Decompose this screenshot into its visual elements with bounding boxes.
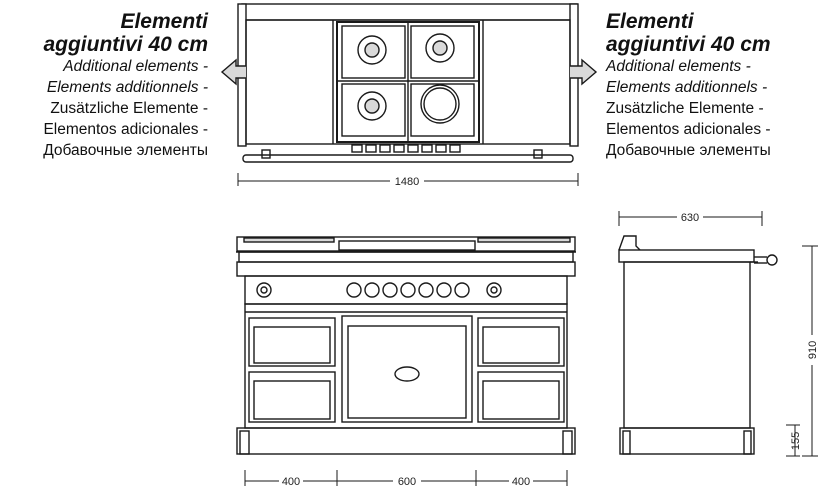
center-oven-badge-icon xyxy=(394,366,420,382)
left-heading-line1: Elementi xyxy=(120,10,208,33)
burner-grid-tr xyxy=(410,25,475,79)
burner-grid-br xyxy=(410,83,475,137)
front-control-panel xyxy=(244,275,568,305)
knob-icon xyxy=(382,282,398,298)
right-upper-oven-door xyxy=(477,317,565,367)
top-knob-row xyxy=(351,144,461,153)
dim-center-section-text: 600 xyxy=(398,476,416,488)
dim-right-section-text: 400 xyxy=(512,476,530,488)
left-upper-oven-door xyxy=(248,317,336,367)
left-label-es: Elementos adicionales - xyxy=(43,121,208,138)
knob-left-center xyxy=(260,286,268,294)
left-label-ru: Добавочные элементы xyxy=(43,142,208,159)
right-heading-line2: aggiuntivi 40 cm xyxy=(606,33,771,56)
burner-br-large-inner xyxy=(423,87,457,121)
front-pan-supports xyxy=(338,240,476,251)
right-lower-oven-window xyxy=(482,380,560,420)
dim-left-section-text: 400 xyxy=(282,476,300,488)
dim-total-width-text: 1480 xyxy=(395,176,419,188)
knob-right-center xyxy=(490,286,498,294)
front-towel-bar xyxy=(238,251,574,263)
right-label-en: Additional elements - xyxy=(606,58,751,75)
left-label-en: Additional elements - xyxy=(63,58,208,75)
side-view xyxy=(618,211,818,457)
front-plinth xyxy=(236,427,576,455)
front-hob-top-left-strip xyxy=(243,237,335,243)
front-knob-row xyxy=(256,282,502,298)
side-foot-rear xyxy=(622,430,631,455)
top-hob-outline xyxy=(245,19,571,145)
rail-bracket-left xyxy=(261,149,271,159)
left-extension-arrow-icon xyxy=(220,58,246,86)
top-knob xyxy=(449,144,461,153)
knob-icon xyxy=(418,282,434,298)
right-label-fr: Elements additionnels - xyxy=(606,79,768,96)
left-heading-line2: aggiuntivi 40 cm xyxy=(43,33,208,56)
front-view xyxy=(236,236,576,486)
center-oven-door xyxy=(341,315,473,423)
top-knob xyxy=(379,144,391,153)
center-oven-window xyxy=(347,325,467,419)
knob-right-icon xyxy=(486,282,502,298)
right-lower-oven-door xyxy=(477,371,565,423)
top-knob xyxy=(421,144,433,153)
top-towel-rail xyxy=(242,154,574,163)
knob-left-icon xyxy=(256,282,272,298)
knob-icon xyxy=(400,282,416,298)
burner-grid-bl xyxy=(341,83,406,137)
dim-plinth-text: 155 xyxy=(790,432,802,450)
front-foot-left xyxy=(239,430,250,455)
left-upper-oven-window xyxy=(253,326,331,364)
burner-bl-outer xyxy=(357,91,387,121)
knob-icon xyxy=(436,282,452,298)
front-foot-right xyxy=(562,430,573,455)
top-knob xyxy=(351,144,363,153)
right-label-de: Zusätzliche Elemente - xyxy=(606,100,764,117)
left-label-fr: Elements additionnels - xyxy=(46,79,208,96)
side-hob-top xyxy=(618,249,755,263)
burner-tr-inner xyxy=(432,40,448,56)
side-foot-front xyxy=(743,430,752,455)
knob-icon xyxy=(364,282,380,298)
dim-depth-text: 630 xyxy=(681,212,699,224)
top-back-rail xyxy=(241,3,578,21)
left-lower-oven-window xyxy=(253,380,331,420)
side-plinth xyxy=(619,427,755,455)
top-knob xyxy=(365,144,377,153)
dim-height-text: 910 xyxy=(807,341,819,359)
right-extension-arrow-icon xyxy=(570,58,598,86)
front-hob-top-right-strip xyxy=(477,237,571,243)
knob-icon xyxy=(346,282,362,298)
front-hob-top xyxy=(236,236,576,252)
side-body xyxy=(623,261,751,429)
right-label-ru: Добавочные элементы xyxy=(606,142,771,159)
left-additional-elements-label: Elementi aggiuntivi 40 cm Additional ele… xyxy=(43,10,208,161)
burner-tl-outer xyxy=(357,35,387,65)
side-towel-rail-icon xyxy=(766,254,778,266)
burner-tl-inner xyxy=(364,42,380,58)
front-top-rail xyxy=(236,261,576,277)
top-knob xyxy=(407,144,419,153)
burner-br-large-outer xyxy=(420,84,460,124)
knob-icon xyxy=(454,282,470,298)
top-view xyxy=(220,3,598,186)
rail-bracket-right xyxy=(533,149,543,159)
left-label-de: Zusätzliche Elemente - xyxy=(50,100,208,117)
right-additional-elements-label: Elementi aggiuntivi 40 cm Additional ele… xyxy=(606,10,771,161)
burner-tr-outer xyxy=(425,33,455,63)
top-knob xyxy=(393,144,405,153)
side-backguard xyxy=(618,235,641,251)
burner-grid-tl xyxy=(341,25,406,79)
right-label-es: Elementos adicionales - xyxy=(606,121,771,138)
left-lower-oven-door xyxy=(248,371,336,423)
right-heading-line1: Elementi xyxy=(606,10,694,33)
top-knob xyxy=(435,144,447,153)
right-upper-oven-window xyxy=(482,326,560,364)
burner-bl-inner xyxy=(364,98,380,114)
